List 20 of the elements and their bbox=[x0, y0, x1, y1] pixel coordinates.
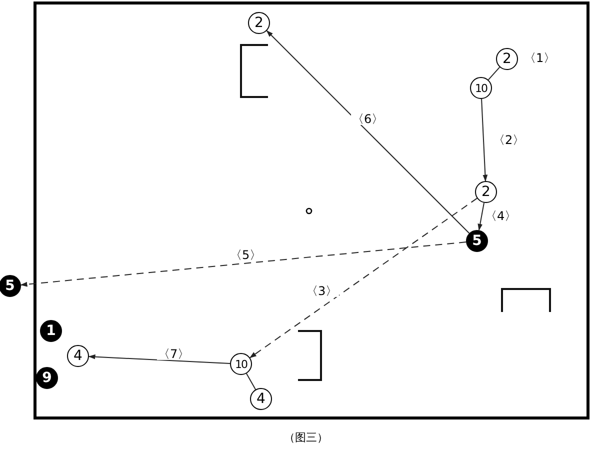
player-marker: 5 bbox=[0, 275, 21, 297]
player-marker: 4 bbox=[250, 388, 272, 410]
player-marker: 10 bbox=[470, 77, 492, 99]
arrow bbox=[481, 98, 488, 182]
player-marker: 10 bbox=[230, 353, 252, 375]
line bbox=[246, 373, 256, 390]
player-marker: 2 bbox=[496, 48, 518, 70]
player-marker: 1 bbox=[40, 320, 62, 342]
arrow bbox=[249, 198, 478, 358]
line bbox=[488, 66, 500, 80]
arrow bbox=[20, 242, 467, 287]
arrow bbox=[266, 30, 470, 234]
player-marker: 5 bbox=[466, 230, 488, 252]
player-marker: 2 bbox=[248, 12, 270, 34]
player-marker: 2 bbox=[475, 181, 497, 203]
arrow bbox=[88, 354, 231, 364]
caption: （图三） bbox=[284, 430, 328, 445]
arrow bbox=[478, 202, 485, 231]
player-marker: 4 bbox=[67, 345, 89, 367]
player-marker: 9 bbox=[36, 367, 58, 389]
